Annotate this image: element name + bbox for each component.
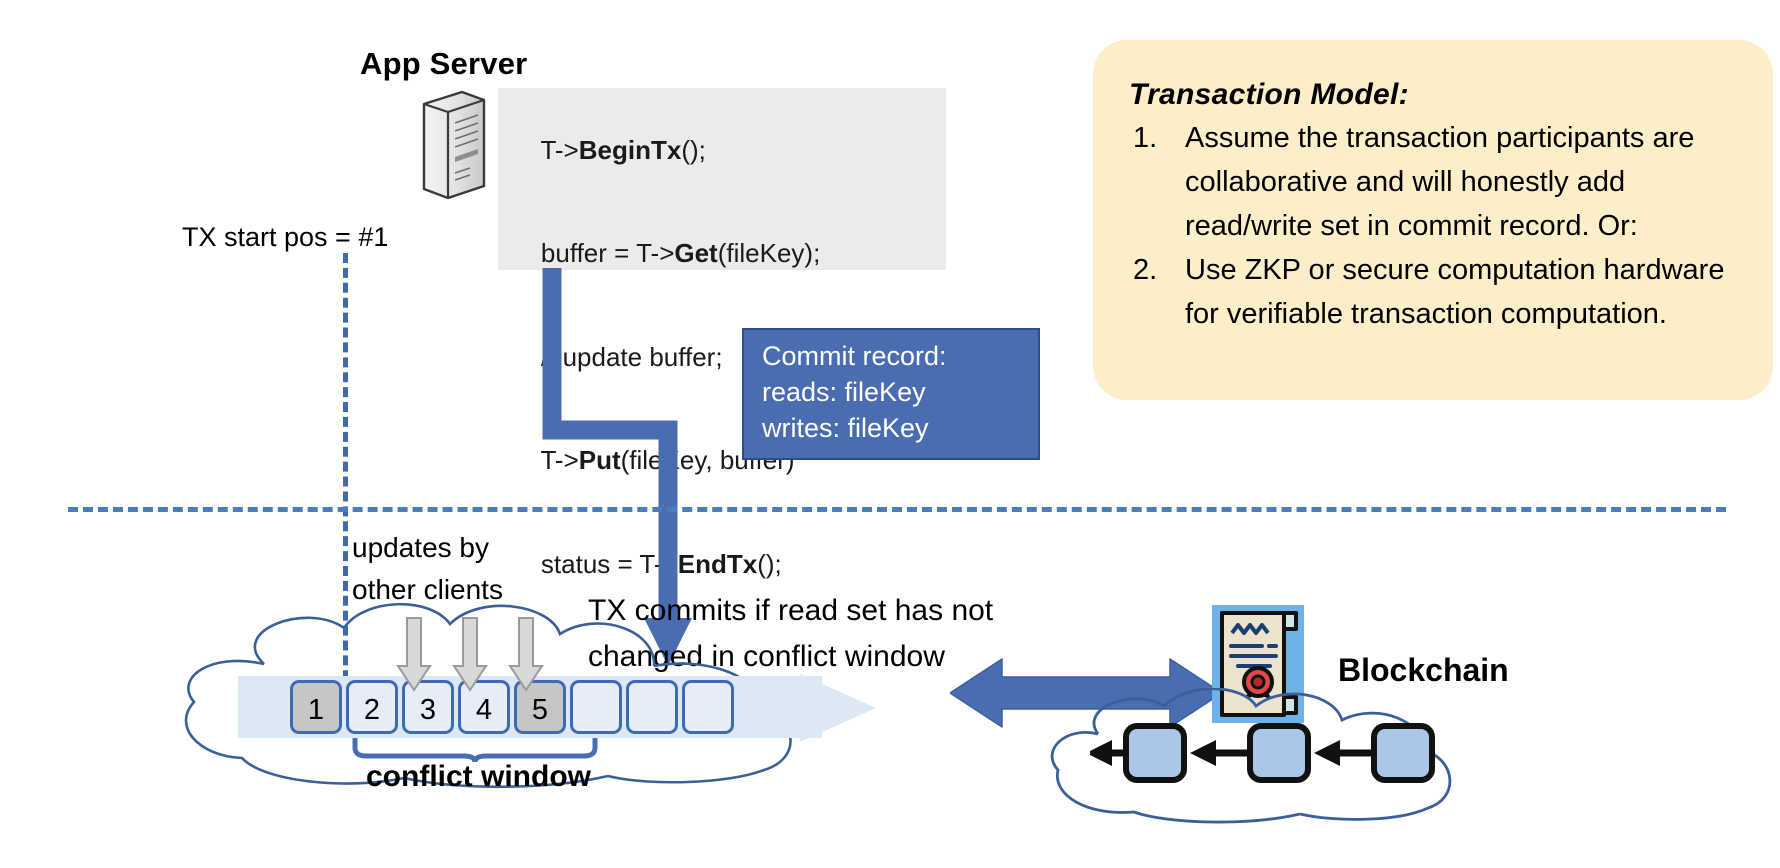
log-slot-5[interactable]: 5 (514, 680, 566, 734)
log-slot-2[interactable]: 2 (346, 680, 398, 734)
log-strip-arrowhead-icon (800, 660, 880, 756)
list-text: Assume the transaction participants are … (1185, 122, 1695, 242)
layer-separator-dashed-line (68, 507, 1726, 512)
tx-start-pos-label: TX start pos = #1 (182, 222, 389, 252)
code-line-1: buffer = T->Get(fileKey); (540, 238, 821, 268)
transaction-model-title: Transaction Model: (1129, 78, 1409, 111)
blockchain-cloud-outline (1042, 687, 1462, 824)
server-tower-icon (418, 90, 490, 200)
tx-start-dashed-line (343, 253, 348, 725)
log-slot-8[interactable] (682, 680, 734, 734)
transaction-model-item-1: 1. Assume the transaction participants a… (1129, 116, 1747, 248)
transaction-code-block: T->BeginTx(); buffer = T->Get(fileKey); … (498, 88, 946, 579)
code-line-0: T->BeginTx(); (540, 134, 706, 165)
update-arrow-icon-3 (508, 616, 544, 694)
commit-record-line-0: Commit record: (762, 341, 947, 371)
update-arrow-icon-2 (452, 616, 488, 694)
conflict-window-label: conflict window (366, 760, 591, 793)
app-server-title: App Server (360, 46, 528, 81)
list-number: 2. (1133, 254, 1158, 286)
certificate-seal-icon (1212, 605, 1304, 723)
updates-by-other-clients-label: updates by other clients (352, 532, 503, 605)
commit-flow-arrow-icon (540, 268, 800, 688)
list-number: 1. (1133, 122, 1158, 154)
commit-record-line-2: writes: fileKey (762, 413, 929, 443)
commit-record-box: Commit record: reads: fileKey writes: fi… (742, 328, 1040, 460)
log-slot-6[interactable] (570, 680, 622, 734)
log-slot-1[interactable]: 1 (290, 680, 342, 734)
transaction-model-list: 1. Assume the transaction participants a… (1129, 116, 1747, 336)
blockchain-label: Blockchain (1338, 652, 1509, 688)
conflict-window-bracket-icon (352, 738, 598, 765)
log-slot-7[interactable] (626, 680, 678, 734)
update-arrow-icon-1 (396, 616, 432, 694)
transaction-model-item-2: 2. Use ZKP or secure computation hardwar… (1129, 248, 1747, 336)
list-text: Use ZKP or secure computation hardware f… (1185, 254, 1725, 330)
tx-commits-condition-label: TX commits if read set has not changed i… (588, 594, 994, 673)
commit-record-line-1: reads: fileKey (762, 377, 926, 407)
log-slot-3[interactable]: 3 (402, 680, 454, 734)
transaction-model-callout: Transaction Model: 1. Assume the transac… (1093, 40, 1773, 400)
log-slot-4[interactable]: 4 (458, 680, 510, 734)
blockchain-block-chain (1086, 718, 1450, 788)
